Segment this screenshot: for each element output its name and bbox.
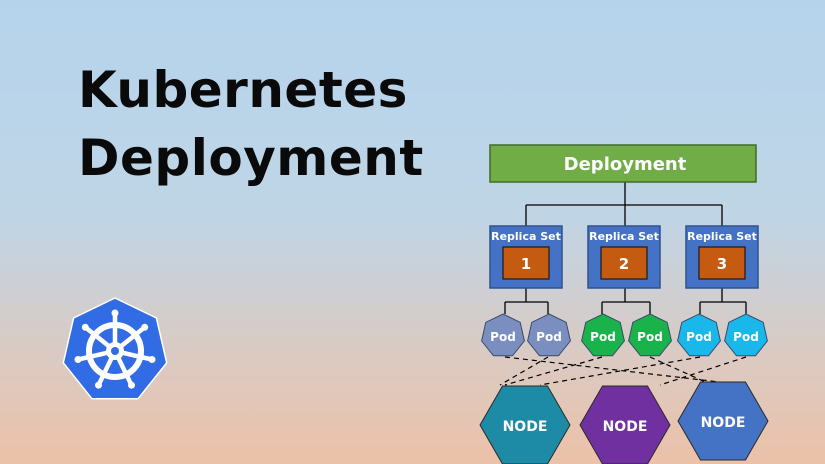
node-label: NODE xyxy=(503,419,548,435)
page-title: Kubernetes Deployment xyxy=(78,56,424,192)
replica-set-label: Replica Set xyxy=(589,230,659,243)
replica-set-label: Replica Set xyxy=(491,230,561,243)
node-3: NODE xyxy=(677,381,769,461)
pod-label: Pod xyxy=(536,330,562,344)
pod-6: Pod xyxy=(724,313,768,357)
pod-label: Pod xyxy=(686,330,712,344)
replica-set-2: Replica Set 2 xyxy=(587,225,661,289)
pod-label: Pod xyxy=(637,330,663,344)
pod-5: Pod xyxy=(677,313,721,357)
replica-set-3: Replica Set 3 xyxy=(685,225,759,289)
connector-lines xyxy=(504,182,747,314)
pod-node-dashed-links xyxy=(499,356,747,386)
deployment-box: Deployment xyxy=(489,144,757,183)
node-2: NODE xyxy=(579,385,671,464)
replica-set-number: 1 xyxy=(521,255,531,273)
node-label: NODE xyxy=(701,415,746,431)
replica-set-1: Replica Set 1 xyxy=(489,225,563,289)
pod-label: Pod xyxy=(733,330,759,344)
kubernetes-helm-wheel-icon xyxy=(62,297,168,400)
pod-4: Pod xyxy=(628,313,672,357)
replica-set-number: 2 xyxy=(619,255,629,273)
replica-set-number: 3 xyxy=(717,255,727,273)
node-1: NODE xyxy=(479,385,571,464)
node-label: NODE xyxy=(603,419,648,435)
deployment-label: Deployment xyxy=(564,154,687,175)
pod-label: Pod xyxy=(490,330,516,344)
pod-1: Pod xyxy=(481,313,525,357)
title-line-2: Deployment xyxy=(78,129,424,187)
pod-2: Pod xyxy=(527,313,571,357)
pod-label: Pod xyxy=(590,330,616,344)
pod-3: Pod xyxy=(581,313,625,357)
replica-set-label: Replica Set xyxy=(687,230,757,243)
title-line-1: Kubernetes xyxy=(78,61,408,119)
